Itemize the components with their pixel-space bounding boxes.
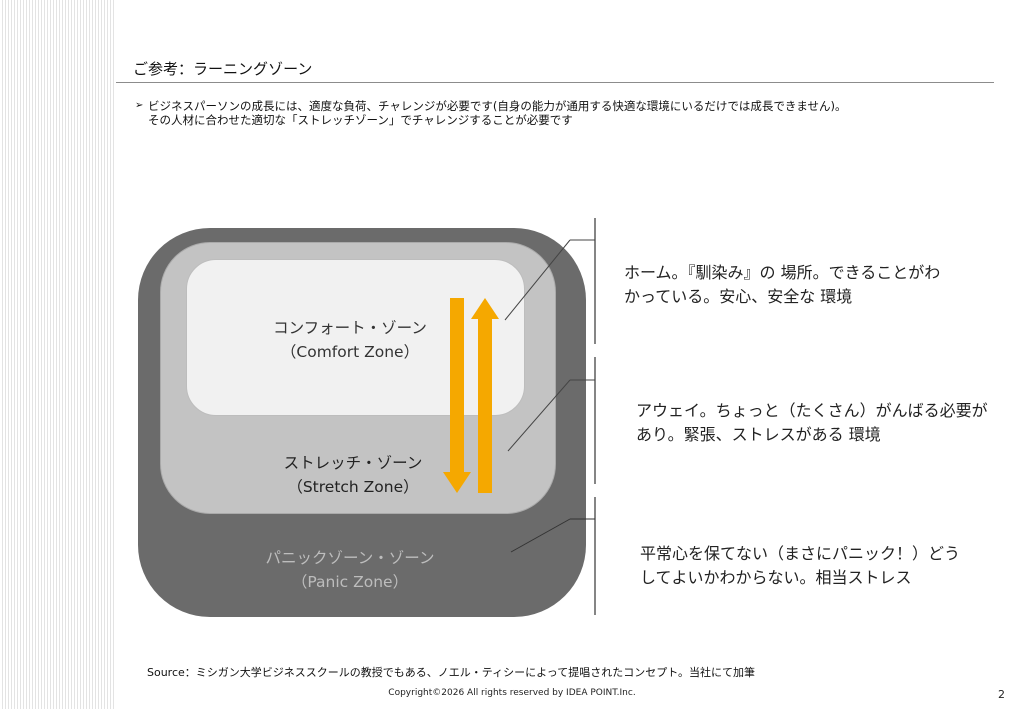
panic-description-line-1: 平常心を保てない（まさにパニック！）どう: [640, 544, 961, 563]
comfort-description-line-1: ホーム。『馴染み』の 場所。できることがわ: [624, 263, 941, 282]
source-note: Source：ミシガン大学ビジネススクールの教授でもある、ノエル・ティシーによっ…: [147, 666, 756, 679]
leader-line-stretch: [507, 379, 571, 452]
stretch-zone-label: ストレッチ・ゾーン （Stretch Zone）: [248, 451, 458, 499]
page-number: 2: [998, 688, 1005, 701]
comfort-zone-en: （Comfort Zone）: [280, 343, 420, 361]
side-stripe-decoration: [0, 0, 116, 709]
stretch-zone-jp: ストレッチ・ゾーン: [283, 454, 423, 472]
bullet-text: ➢ ビジネスパーソンの成長には、適度な負荷、チャレンジが必要です(自身の能力が通…: [135, 99, 847, 127]
panic-description: 平常心を保てない（まさにパニック！）どう してよいかわからない。相当ストレス: [640, 542, 1010, 590]
panic-zone-en: （Panic Zone）: [291, 573, 409, 591]
copyright-text: Copyright©2026 All rights reserved by ID…: [388, 688, 636, 698]
comfort-zone-jp: コンフォート・ゾーン: [273, 319, 427, 337]
comfort-zone-area: [186, 259, 525, 416]
panic-zone-jp: パニックゾーン・ゾーン: [265, 549, 435, 567]
panic-zone-label: パニックゾーン・ゾーン （Panic Zone）: [240, 546, 460, 594]
stretch-description: アウェイ。ちょっと（たくさん）がんばる必要が あり。緊張、ストレスがある 環境: [636, 399, 1006, 447]
stretch-description-line-1: アウェイ。ちょっと（たくさん）がんばる必要が: [636, 401, 988, 420]
bullet-arrow-icon: ➢: [135, 100, 144, 111]
panic-description-line-2: してよいかわからない。相当ストレス: [640, 568, 912, 587]
bullet-line-1: ビジネスパーソンの成長には、適度な負荷、チャレンジが必要です(自身の能力が通用す…: [148, 99, 847, 113]
stretch-zone-en: （Stretch Zone）: [287, 478, 419, 496]
bullet-line-2: その人材に合わせた適切な「ストレッチゾーン」でチャレンジすることが必要です: [148, 113, 573, 127]
stretch-description-line-2: あり。緊張、ストレスがある 環境: [636, 425, 881, 444]
leader-line-comfort: [504, 239, 571, 321]
up-arrow-icon: [471, 298, 499, 493]
leader-line-panic: [510, 518, 571, 553]
down-arrow-icon: [443, 298, 471, 493]
comfort-zone-label: コンフォート・ゾーン （Comfort Zone）: [250, 316, 450, 364]
comfort-description: ホーム。『馴染み』の 場所。できることがわ かっている。安心、安全な 環境: [624, 261, 994, 309]
comfort-description-line-2: かっている。安心、安全な 環境: [624, 287, 853, 306]
title-divider: [116, 82, 994, 83]
slide-title: ご参考：ラーニングゾーン: [133, 60, 313, 78]
